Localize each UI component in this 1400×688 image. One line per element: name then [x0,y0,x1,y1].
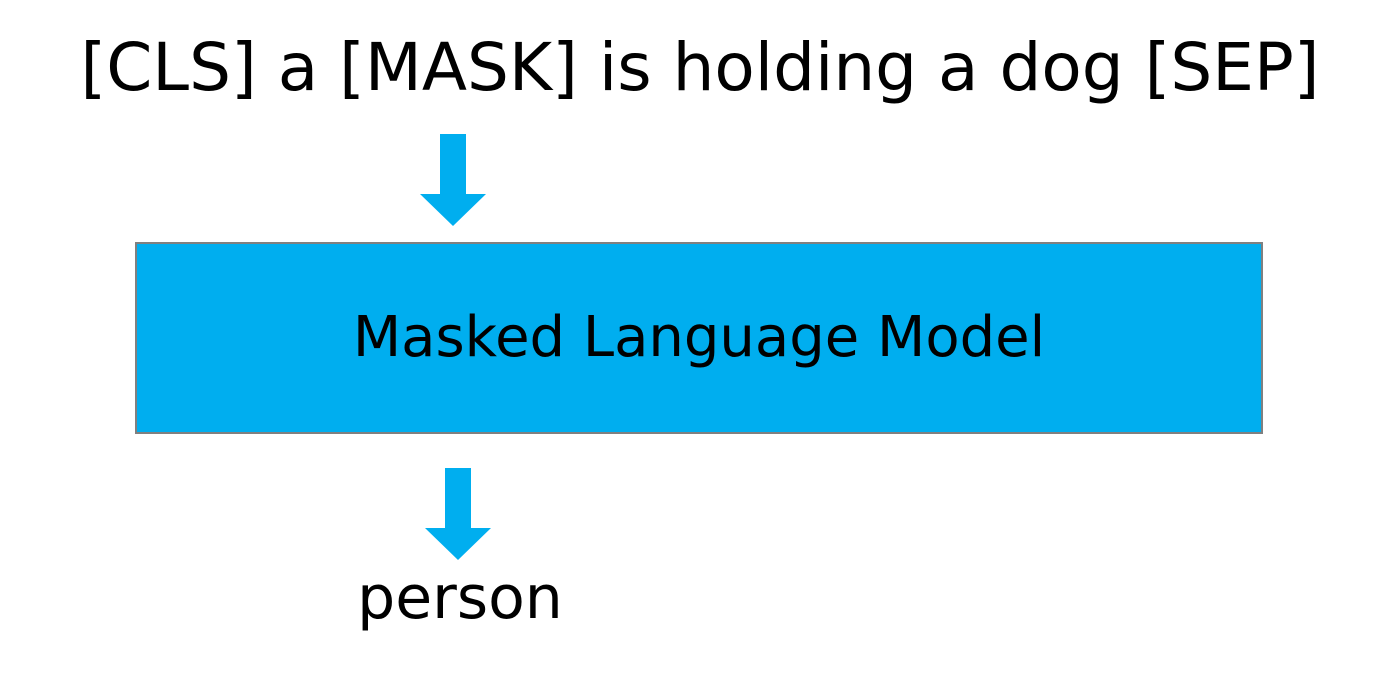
down-arrow-icon [420,134,486,226]
down-arrow-icon [425,468,491,560]
input-arrow-shape [420,134,486,226]
output-arrow-shape [425,468,491,560]
masked-language-model-box: Masked Language Model [135,242,1263,434]
input-sequence: [CLS] a [MASK] is holding a dog [SEP] [80,29,1320,106]
model-label: Masked Language Model [352,305,1046,370]
predicted-token: person [357,563,563,633]
